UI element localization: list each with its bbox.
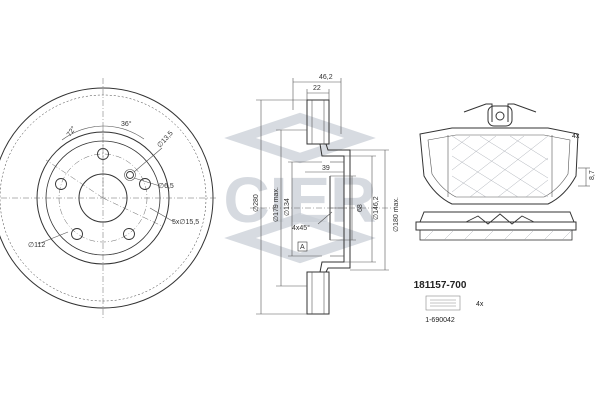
dia-280-label: ∅280 bbox=[253, 194, 260, 212]
pad-friction-face bbox=[419, 127, 579, 205]
bolt-hole bbox=[123, 228, 135, 240]
disc-section-view: 46,2 22 ∅280 ∅179 max. ∅134 bbox=[250, 74, 400, 315]
dia-6-5-label: ∅6,5 bbox=[158, 183, 174, 190]
pad-thickness-label: 8,7 bbox=[589, 170, 596, 180]
locating-hole-ring bbox=[124, 169, 136, 181]
dia-180-label: ∅180 max. bbox=[393, 197, 400, 232]
angle-36-label: 36° bbox=[121, 120, 132, 128]
clip-accessory-icon bbox=[425, 295, 461, 311]
width-46-2-label: 46,2 bbox=[319, 74, 333, 81]
disc-front-view: 72° 36° ∅13,5 ∅6,5 ∅112 5x∅15,5 bbox=[0, 78, 216, 318]
chamfer-label: 4x45° bbox=[292, 224, 310, 232]
marker-a-label: A bbox=[300, 244, 305, 251]
part-number: 181157-700 bbox=[414, 280, 467, 291]
dia-146-2-label: ∅146,2 bbox=[373, 196, 380, 220]
bolt-holes bbox=[55, 148, 151, 240]
pad-hatching bbox=[451, 135, 549, 198]
watermark-logo: CIER bbox=[224, 112, 376, 264]
dia-112-label: ∅112 bbox=[28, 242, 45, 249]
dia-13-5-label: ∅13,5 bbox=[156, 130, 174, 149]
part-info: 181157-700 4x 1-690042 bbox=[414, 280, 484, 324]
accessory-qty-label: 4x bbox=[476, 301, 484, 308]
dia-15-5-label: 5x∅15,5 bbox=[172, 219, 199, 226]
bolt-hole bbox=[139, 178, 151, 190]
bolt-hole bbox=[55, 178, 67, 190]
width-22-label: 22 bbox=[313, 85, 321, 92]
angle-72-label: 72° bbox=[65, 125, 78, 138]
pad-qty-label: 4x bbox=[572, 133, 580, 140]
accessory-number: 1-690042 bbox=[425, 317, 455, 324]
locating-hole bbox=[126, 171, 134, 179]
dim-68-label: 68 bbox=[357, 204, 364, 212]
brake-pad-view: 4x 8,7 bbox=[415, 103, 596, 241]
dia-179-label: ∅179 max. bbox=[273, 187, 280, 222]
dim-39-label: 39 bbox=[322, 165, 330, 172]
dia-134-label: ∅134 bbox=[284, 198, 291, 216]
pad-backing-plate bbox=[415, 221, 577, 231]
bolt-hole bbox=[71, 228, 83, 240]
